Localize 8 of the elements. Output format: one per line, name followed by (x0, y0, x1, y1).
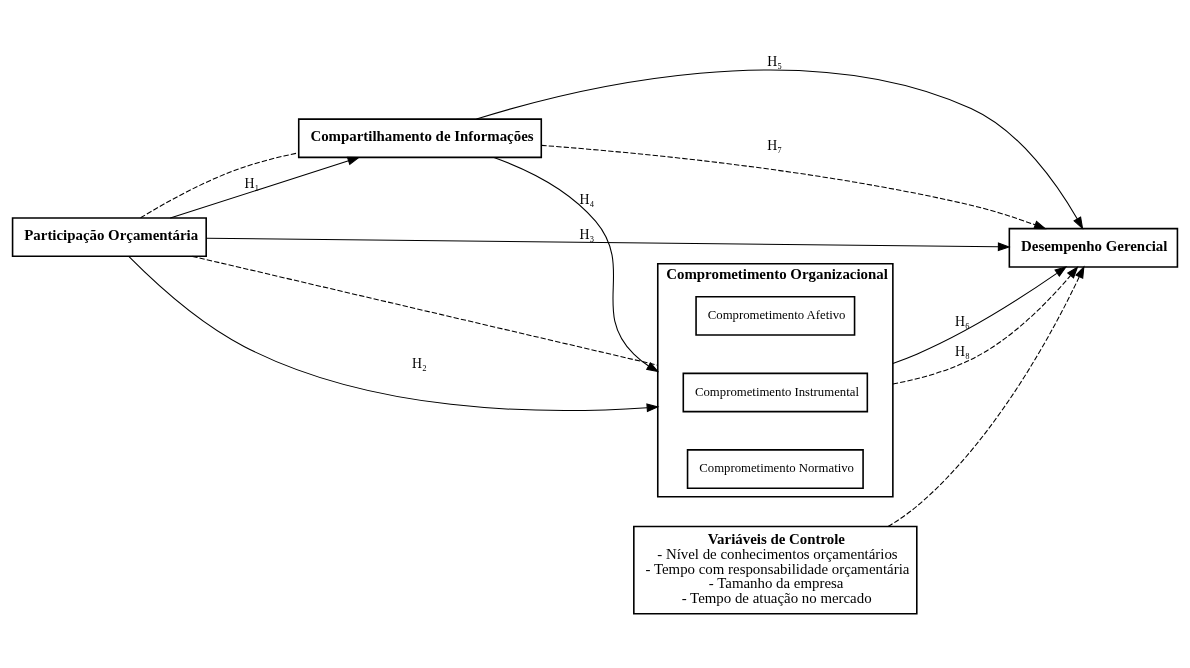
edge-label: H₆ (955, 313, 970, 329)
edge-label: H₇ (767, 137, 783, 153)
edge-label: H₄ (579, 191, 595, 207)
edge-label: H₅ (767, 53, 783, 69)
edge-label: H₃ (579, 226, 595, 242)
edge-label: H₂ (412, 355, 427, 371)
edge-label: H₈ (955, 343, 970, 359)
edge-label: H₁ (244, 175, 260, 191)
